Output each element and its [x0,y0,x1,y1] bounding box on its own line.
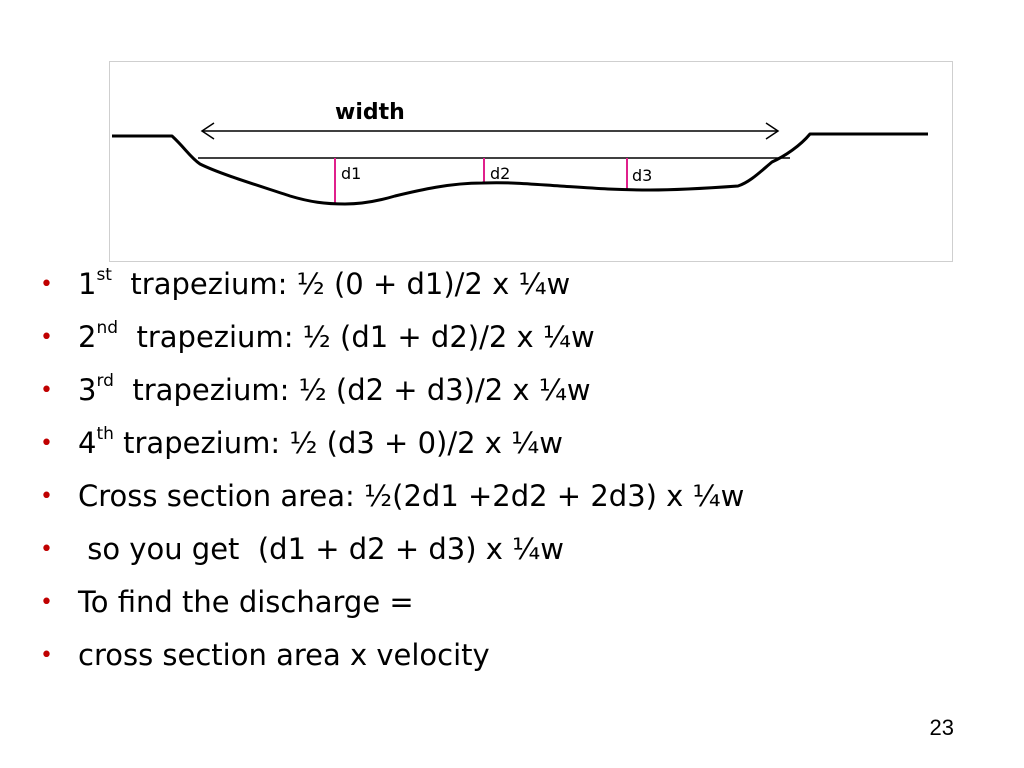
ordinal-suffix: th [96,424,114,445]
bullet-dot: • [40,537,53,562]
bullet-dot: • [40,643,53,668]
bullet-text: cross section area x velocity [78,638,490,672]
bullet-item-4: • 4th trapezium: ½ (d3 + 0)/2 x ¼w [40,417,744,470]
depth-label-d2: d2 [490,164,510,183]
width-label: width [335,100,405,125]
bullet-item-5: • Cross section area: ½(2d1 +2d2 + 2d3) x… [40,470,744,523]
bullet-text: trapezium: ½ (d3 + 0)/2 x ¼w [113,426,563,460]
ordinal-number: 1 [78,267,97,301]
bullet-dot: • [40,325,53,350]
ordinal-suffix: nd [96,318,119,339]
width-arrow-right-head [765,122,780,140]
ordinal-number: 3 [78,373,97,407]
bullet-text: trapezium: ½ (d1 + d2)/2 x ¼w [118,320,595,354]
ordinal-number: 4 [78,426,97,460]
bullet-item-6: • so you get (d1 + d2 + d3) x ¼w [40,523,744,576]
depth-label-d1: d1 [341,164,361,183]
width-arrow-left-head [200,122,215,140]
bullet-item-2: • 2nd trapezium: ½ (d1 + d2)/2 x ¼w [40,311,744,364]
bullet-text: To find the discharge = [78,585,414,619]
cross-section-svg: width d1 d2 d3 [112,100,928,206]
bullet-dot: • [40,272,53,297]
ordinal-number: 2 [78,320,97,354]
page-number: 23 [929,715,954,740]
bullet-dot: • [40,378,53,403]
bullet-list: • 1st trapezium: ½ (0 + d1)/2 x ¼w • 2nd t… [40,258,744,682]
ordinal-suffix: rd [96,371,114,392]
river-bed-outline [112,132,928,206]
bullet-item-8: • cross section area x velocity [40,629,744,682]
river-cross-section-diagram: width d1 d2 d3 [109,61,953,262]
bullet-text: trapezium: ½ (0 + d1)/2 x ¼w [111,267,571,301]
bullet-item-1: • 1st trapezium: ½ (0 + d1)/2 x ¼w [40,258,744,311]
bullet-dot: • [40,431,53,456]
ordinal-suffix: st [96,265,112,286]
bullet-text: so you get (d1 + d2 + d3) x ¼w [78,532,564,566]
bullet-dot: • [40,484,53,509]
depth-label-d3: d3 [632,166,652,185]
bullet-dot: • [40,590,53,615]
bullet-text: trapezium: ½ (d2 + d3)/2 x ¼w [113,373,591,407]
bullet-item-7: • To find the discharge = [40,576,744,629]
bullet-text: Cross section area: ½(2d1 +2d2 + 2d3) x … [78,479,745,513]
bullet-item-3: • 3rd trapezium: ½ (d2 + d3)/2 x ¼w [40,364,744,417]
